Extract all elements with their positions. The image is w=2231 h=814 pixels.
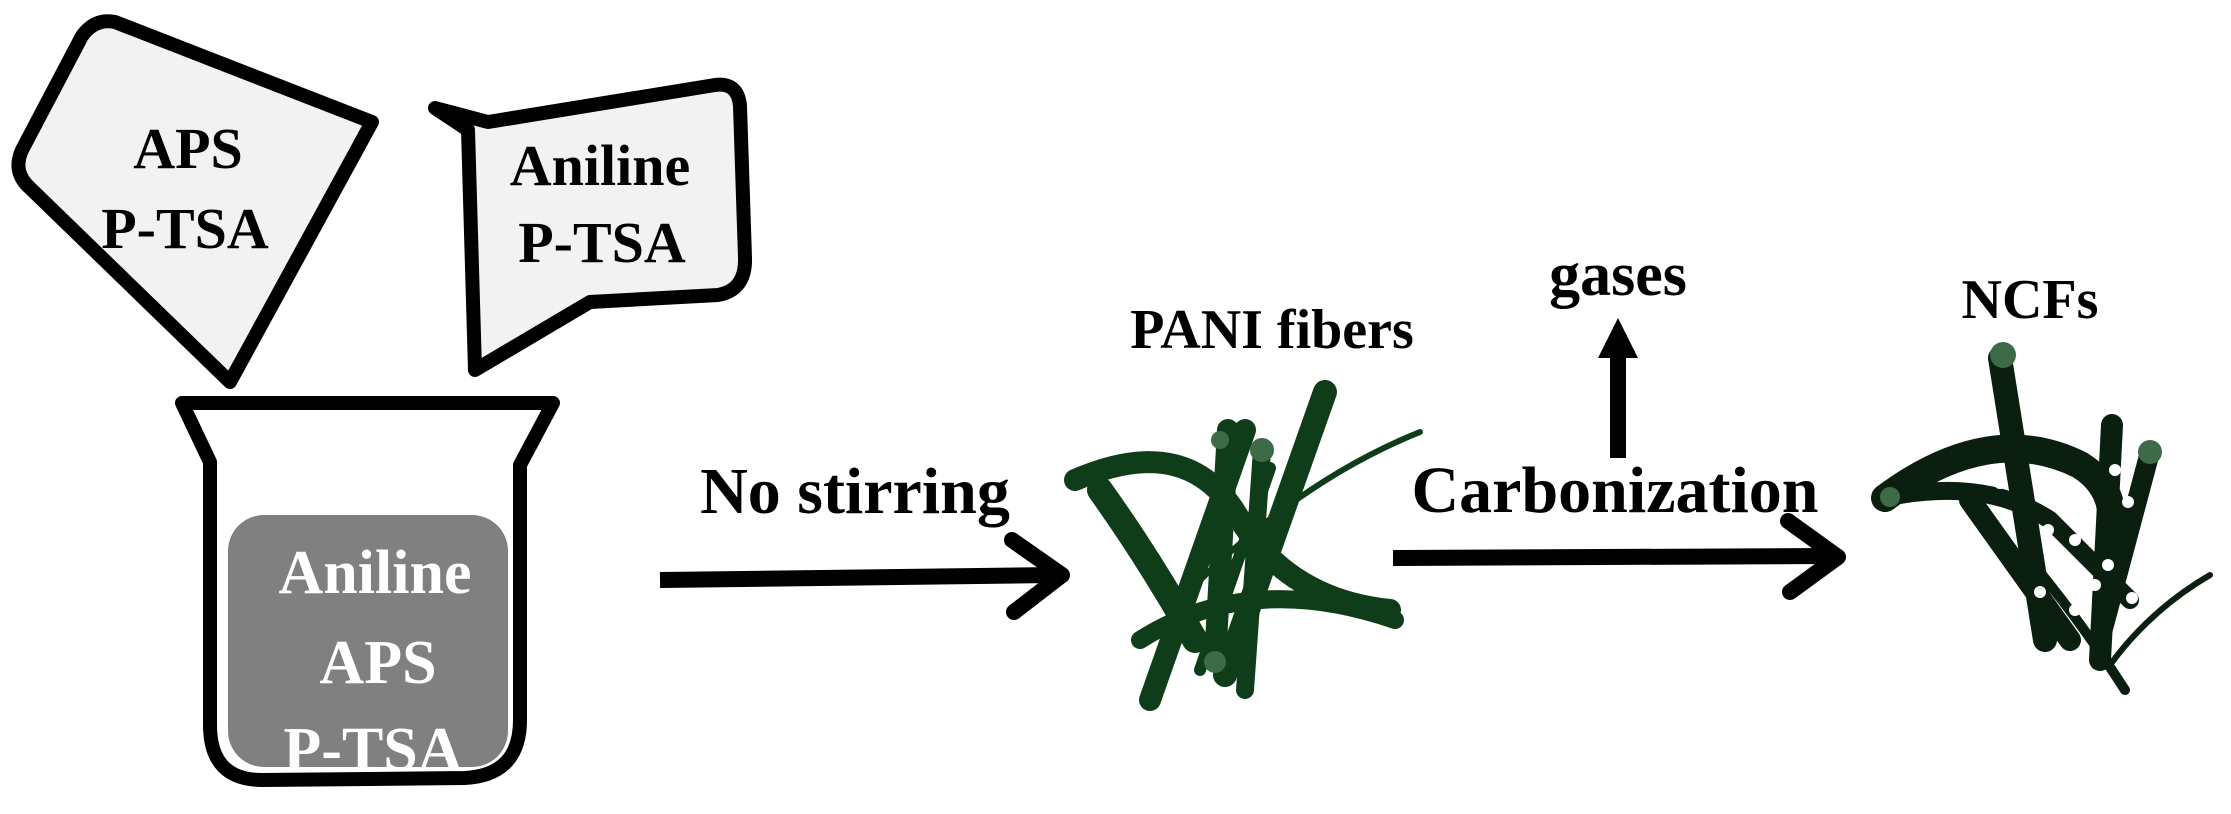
ncfs: NCFs xyxy=(1871,269,2213,695)
label-gases: gases xyxy=(1549,241,1687,309)
pani-fiber xyxy=(1187,429,1423,593)
ncf-fiber-tip xyxy=(1880,487,1900,507)
pani-fiber-bundle xyxy=(1064,380,1423,711)
ncf-pore-dot xyxy=(2074,574,2086,586)
pani-fibers: PANI fibers xyxy=(1064,299,1423,711)
bag-aps-ptsa-line2: P-TSA xyxy=(101,196,269,261)
bag-aniline-ptsa-shape xyxy=(428,77,752,377)
bag-aniline-ptsa-line2: P-TSA xyxy=(518,210,686,275)
pani-fiber xyxy=(1194,462,1276,676)
ncf-pore-dot xyxy=(2122,496,2134,508)
pani-fiber-tip xyxy=(1204,651,1226,673)
arrow-no-stirring: No stirring xyxy=(659,455,1070,620)
pani-fiber xyxy=(1131,590,1404,649)
pani-fiber xyxy=(1139,419,1256,711)
pani-fiber-tip xyxy=(1250,438,1274,462)
ncf-fiber-tip xyxy=(1990,342,2016,368)
arrow-gases-head xyxy=(1598,318,1638,358)
ncf-pore-dot xyxy=(2042,524,2054,536)
ncf-fiber-bundle xyxy=(1871,342,2213,695)
arrow-no-stirring-shaft xyxy=(659,567,1056,588)
beaker: Aniline APS P-TSA xyxy=(175,396,560,787)
ncf-pore-dot xyxy=(2034,586,2046,598)
ncf-fiber-tip xyxy=(2138,440,2162,464)
bag-aps-ptsa-line1: APS xyxy=(133,116,243,181)
beaker-line2: APS xyxy=(319,629,436,697)
ncf-pore-dot xyxy=(2069,604,2081,616)
ncf-pore-dot xyxy=(2102,559,2114,571)
ncf-fiber xyxy=(1891,481,2139,609)
beaker-solution xyxy=(228,515,508,767)
ncf-fiber xyxy=(1959,489,2081,651)
arrow-no-stirring-head xyxy=(1004,532,1070,620)
label-no-stirring: No stirring xyxy=(700,455,1010,528)
ncf-pore-dot xyxy=(2126,592,2138,604)
label-ncfs: NCFs xyxy=(1962,269,2099,331)
beaker-line1: Aniline xyxy=(279,539,472,607)
arrow-carbonization-shaft xyxy=(1392,548,1829,566)
ncf-fiber xyxy=(2107,572,2213,668)
ncf-pore-dot xyxy=(2089,579,2101,591)
ncf-fiber xyxy=(2090,442,2160,650)
bag-aps-ptsa-shape xyxy=(11,14,379,389)
bag-aps-ptsa: APS P-TSA xyxy=(11,14,379,389)
ncf-fiber xyxy=(2025,555,2130,695)
arrow-carbonization-head xyxy=(1780,513,1846,600)
label-carbonization: Carbonization xyxy=(1411,454,1818,527)
arrow-carbonization: gases Carbonization xyxy=(1392,241,1846,600)
bag-aniline-ptsa: Aniline P-TSA xyxy=(428,77,752,377)
ncf-pore-dot xyxy=(2069,534,2081,546)
bag-aniline-ptsa-line1: Aniline xyxy=(510,133,691,198)
ncf-pore-dot xyxy=(1994,477,2006,489)
ncf-pore-dot xyxy=(2109,464,2121,476)
pani-fiber-tip xyxy=(1211,431,1229,449)
ncf-pores xyxy=(1994,464,2138,616)
beaker-line3: P-TSA xyxy=(283,716,462,784)
label-pani-fibers: PANI fibers xyxy=(1130,299,1414,361)
